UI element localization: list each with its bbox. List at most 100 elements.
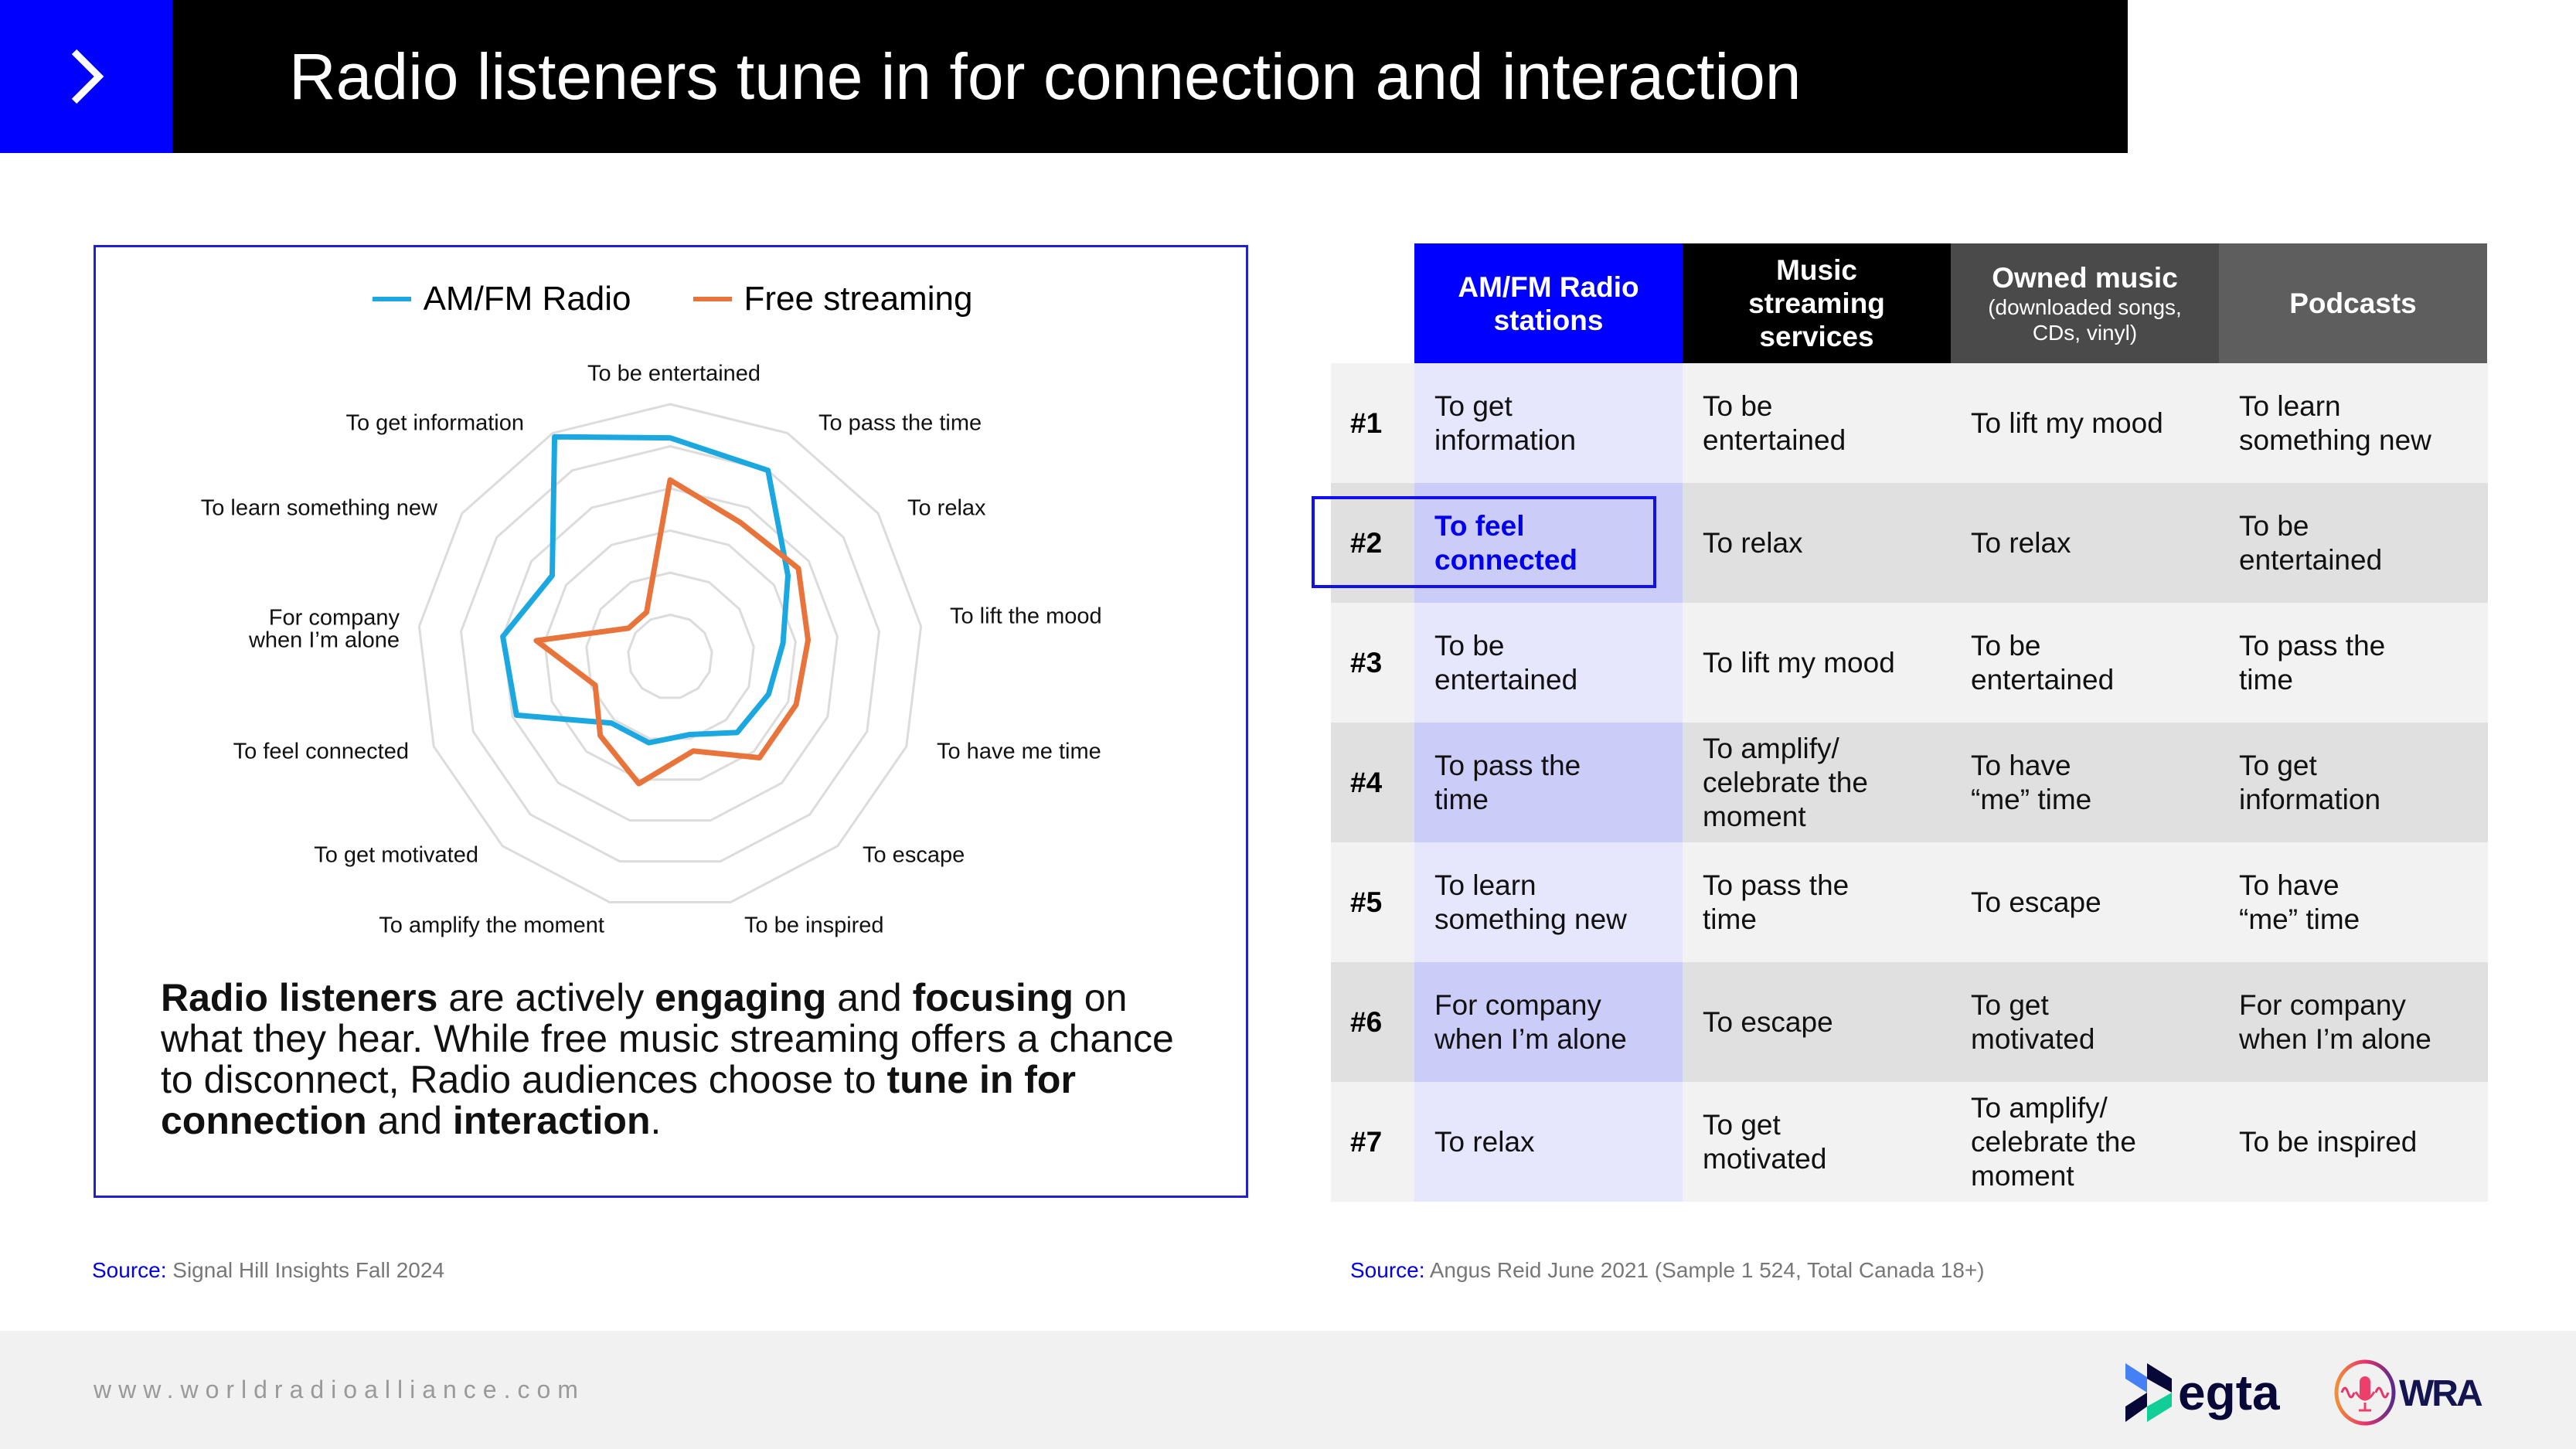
summary-segment: focusing xyxy=(912,976,1074,1019)
source-left: Source: Signal Hill Insights Fall 2024 xyxy=(92,1258,444,1283)
table-cell: To be entertained xyxy=(1703,389,1846,456)
table-cell: To learn something new xyxy=(1414,842,1683,962)
source-right: Source: Angus Reid June 2021 (Sample 1 5… xyxy=(1350,1258,1985,1283)
rank-label: #4 xyxy=(1350,766,1383,798)
table-cell: To be entertained xyxy=(1971,629,2115,696)
svg-text:egta: egta xyxy=(2178,1365,2280,1420)
table-cell: To relax xyxy=(1414,1082,1683,1202)
table-cell: To get motivated xyxy=(1971,988,2095,1055)
svg-text:WRA: WRA xyxy=(2399,1373,2482,1414)
summary-segment: on what they hear. While free music stre… xyxy=(161,976,1174,1101)
axis-label: To learn something new xyxy=(201,496,438,521)
egta-logo: egta xyxy=(2125,1363,2280,1422)
table-cell: To have “me” time xyxy=(2239,869,2360,935)
summary-segment: tune in for connection xyxy=(161,1058,1076,1142)
table-cell: To be entertained xyxy=(1414,603,1683,723)
radar-chart-panel xyxy=(94,245,1248,1198)
column-header: AM/FM Radio stations xyxy=(1414,243,1683,363)
summary-text: Radio listeners are actively engaging an… xyxy=(161,978,1196,1141)
table-cell: To feel connected xyxy=(1414,483,1683,603)
rank-label: #6 xyxy=(1350,1005,1383,1038)
legend-label: Free streaming xyxy=(744,280,973,318)
axis-label: To pass the time xyxy=(818,411,982,436)
axis-label: To have me time xyxy=(937,740,1101,764)
legend-swatch-free-streaming xyxy=(692,297,732,301)
footer: www.worldradioalliance.com egta WRA xyxy=(0,1331,2576,1449)
table-cell: To lift my mood xyxy=(1971,406,2163,439)
table-row: #2 To feel connected To relax To relax To be… xyxy=(1331,483,2488,603)
title-bar: Radio listeners tune in for connection a… xyxy=(0,0,2128,153)
summary-segment: are actively xyxy=(437,976,655,1019)
table-cell: To pass the time xyxy=(1414,723,1683,842)
summary-segment: engaging xyxy=(655,976,827,1019)
website-link[interactable]: www.worldradioalliance.com xyxy=(94,1376,585,1403)
summary-segment: and xyxy=(826,976,913,1019)
summary-segment: . xyxy=(650,1099,662,1142)
table-cell: To escape xyxy=(1971,886,2101,918)
column-title: AM/FM Radio stations xyxy=(1458,270,1639,336)
column-title: Owned music xyxy=(1992,262,2178,294)
highlight-box xyxy=(1312,496,1656,588)
table-cell: To pass the time xyxy=(2239,629,2386,696)
axis-label: To get motivated xyxy=(314,843,478,868)
axis-label: To be entertained xyxy=(587,362,761,386)
table-cell: For company when I’m alone xyxy=(2239,988,2431,1055)
table-cell: For company when I’m alone xyxy=(1414,962,1683,1082)
table-row: #6 For company when I’m alone To escape To … xyxy=(1331,962,2488,1082)
axis-label: To escape xyxy=(863,843,965,868)
table-cell: To escape xyxy=(1703,1005,1833,1038)
axis-label: To amplify the moment xyxy=(379,913,604,938)
table-cell: To get information xyxy=(2239,749,2381,815)
source-text: Signal Hill Insights Fall 2024 xyxy=(166,1258,445,1282)
source-label: Source: xyxy=(92,1258,167,1282)
grid-ring xyxy=(502,487,839,822)
table-cell: To relax xyxy=(1703,526,1803,559)
grid-ring xyxy=(543,529,797,781)
summary-segment: interaction xyxy=(452,1099,651,1142)
table-cell: To pass the time xyxy=(1703,869,1849,935)
table-row: #5 To learn something new To pass the time… xyxy=(1331,842,2488,962)
legend-label: AM/FM Radio xyxy=(423,280,631,318)
table-cell: To amplify/ celebrate the moment xyxy=(1971,1091,2136,1192)
rank-label: #5 xyxy=(1350,886,1383,918)
table-cell: To relax xyxy=(1971,526,2071,559)
rank-label: #2 xyxy=(1350,526,1383,559)
grid-ring xyxy=(585,571,755,740)
legend-swatch-amfm xyxy=(372,297,411,301)
header-blank xyxy=(1331,243,1414,363)
axis-label: To feel connected xyxy=(233,740,409,764)
axis-label: To lift the mood xyxy=(950,604,1102,629)
series-free-streaming xyxy=(533,477,812,787)
summary-segment: Radio listeners xyxy=(161,976,438,1019)
legend-item-amfm: AM/FM Radio xyxy=(372,280,631,318)
page-title: Radio listeners tune in for connection a… xyxy=(289,40,1802,113)
rank-label: #1 xyxy=(1350,406,1383,439)
nav-next-button[interactable] xyxy=(0,0,172,153)
column-header: Owned music(downloaded songs, CDs, vinyl… xyxy=(1951,243,2219,363)
series-amfm-radio xyxy=(500,434,791,746)
table-cell: To have “me” time xyxy=(1971,749,2092,815)
rank-label: #7 xyxy=(1350,1125,1383,1158)
grid-ring xyxy=(417,403,923,903)
axis-label: For company xyxy=(269,606,400,631)
source-label: Source: xyxy=(1350,1258,1425,1282)
rank-label: #3 xyxy=(1350,646,1383,679)
table-header: AM/FM Radio stations Music streaming serv… xyxy=(1331,243,2488,363)
grid-ring xyxy=(459,444,881,863)
grid-ring xyxy=(627,613,713,699)
summary-segment: and xyxy=(366,1099,453,1142)
axis-label: To be inspired xyxy=(744,913,884,938)
column-subtitle: (downloaded songs, CDs, vinyl) xyxy=(1988,295,2182,345)
table-cell: To be entertained xyxy=(2239,509,2383,576)
column-title: Music streaming services xyxy=(1748,254,1885,352)
column-title: Podcasts xyxy=(2289,287,2417,319)
axis-label: To get information xyxy=(345,411,524,436)
table-cell: To be inspired xyxy=(2239,1125,2418,1158)
axis-label: when I’m alone xyxy=(248,628,400,653)
table-cell: To amplify/ celebrate the moment xyxy=(1703,732,1868,832)
